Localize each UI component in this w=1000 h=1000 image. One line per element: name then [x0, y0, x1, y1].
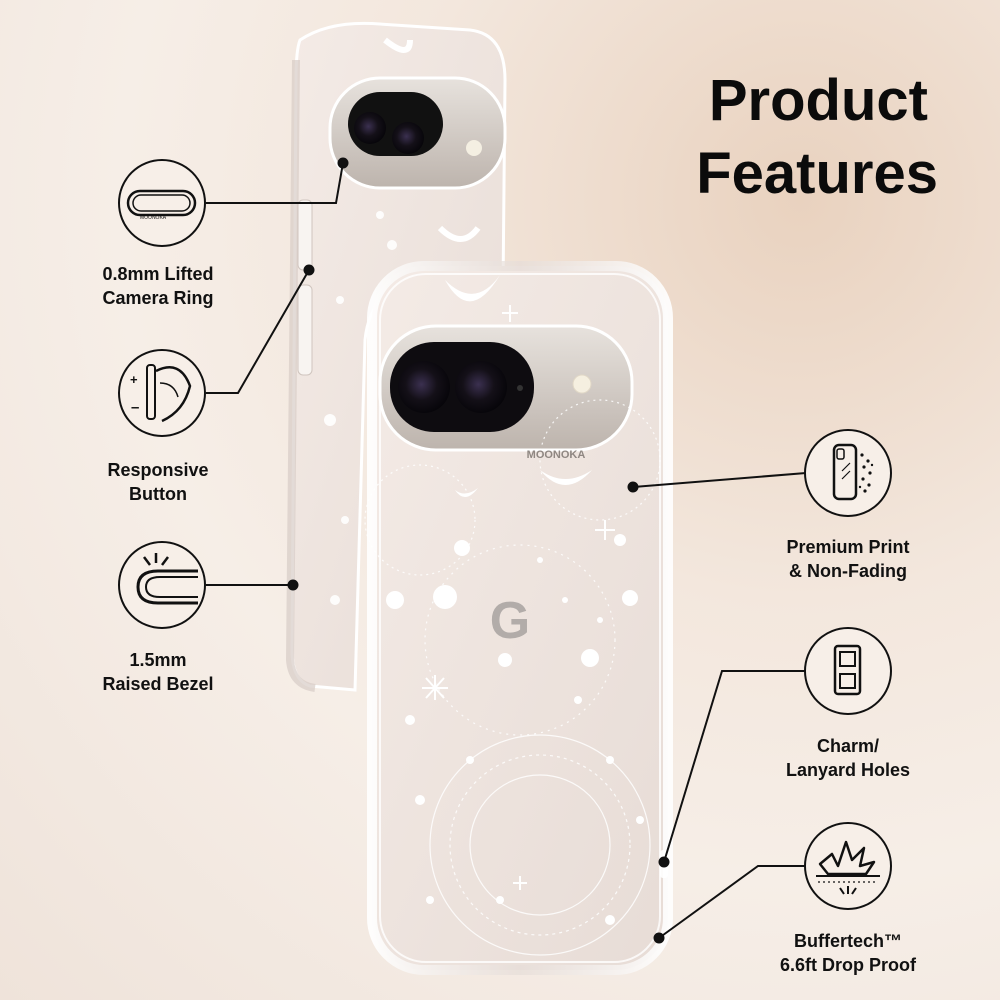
feature-raised-bezel-label: 1.5mm Raised Bezel: [58, 649, 258, 697]
feature-raised-bezel-circle: [118, 541, 206, 629]
label-line: 0.8mm Lifted: [102, 264, 214, 284]
feature-responsive-button-label: Responsive Button: [58, 459, 258, 507]
svg-text:+: +: [130, 372, 138, 387]
feature-drop-proof-circle: [804, 822, 892, 910]
headline-line-2: Features: [696, 141, 938, 206]
premium-print-icon: [832, 443, 874, 501]
brand-mark: MOONOKA: [527, 449, 586, 461]
label-line: Charm/: [816, 736, 879, 756]
lanyard-holes-icon: [833, 644, 862, 696]
label-line: Lanyard Holes: [785, 759, 911, 780]
svg-text:MOONOKA: MOONOKA: [140, 215, 167, 221]
back-phone: [285, 21, 507, 692]
label-line: Raised Bezel: [102, 673, 214, 694]
raised-bezel-icon: [136, 553, 198, 605]
feature-premium-print-label: Premium Print & Non-Fading: [748, 536, 948, 584]
logo-letter: G: [490, 592, 530, 650]
front-phone: G MOONOKA: [364, 261, 673, 975]
feature-responsive-button-circle: + –: [118, 349, 206, 437]
drop-proof-icon: [816, 840, 880, 895]
label-line: 1.5mm: [129, 650, 187, 670]
camera-ring-icon: MOONOKA: [126, 189, 197, 221]
feature-camera-ring-circle: MOONOKA: [118, 159, 206, 247]
label-line: Responsive: [107, 460, 209, 480]
responsive-button-icon: + –: [130, 364, 192, 423]
label-line: Buffertech™: [793, 931, 902, 951]
feature-drop-proof-label: Buffertech™ 6.6ft Drop Proof: [748, 930, 948, 978]
leader-lines: [206, 157, 807, 944]
headline-line-1: Product: [708, 68, 928, 133]
feature-lanyard-holes-circle: [804, 627, 892, 715]
label-line: Button: [129, 483, 187, 504]
label-line: Camera Ring: [102, 287, 214, 308]
label-line: Premium Print: [786, 537, 910, 557]
feature-camera-ring-label: 0.8mm Lifted Camera Ring: [58, 263, 258, 311]
label-line: 6.6ft Drop Proof: [779, 954, 916, 975]
feature-premium-print-circle: [804, 429, 892, 517]
feature-lanyard-holes-label: Charm/ Lanyard Holes: [748, 735, 948, 783]
label-line: & Non-Fading: [789, 560, 907, 581]
svg-text:–: –: [131, 399, 139, 416]
